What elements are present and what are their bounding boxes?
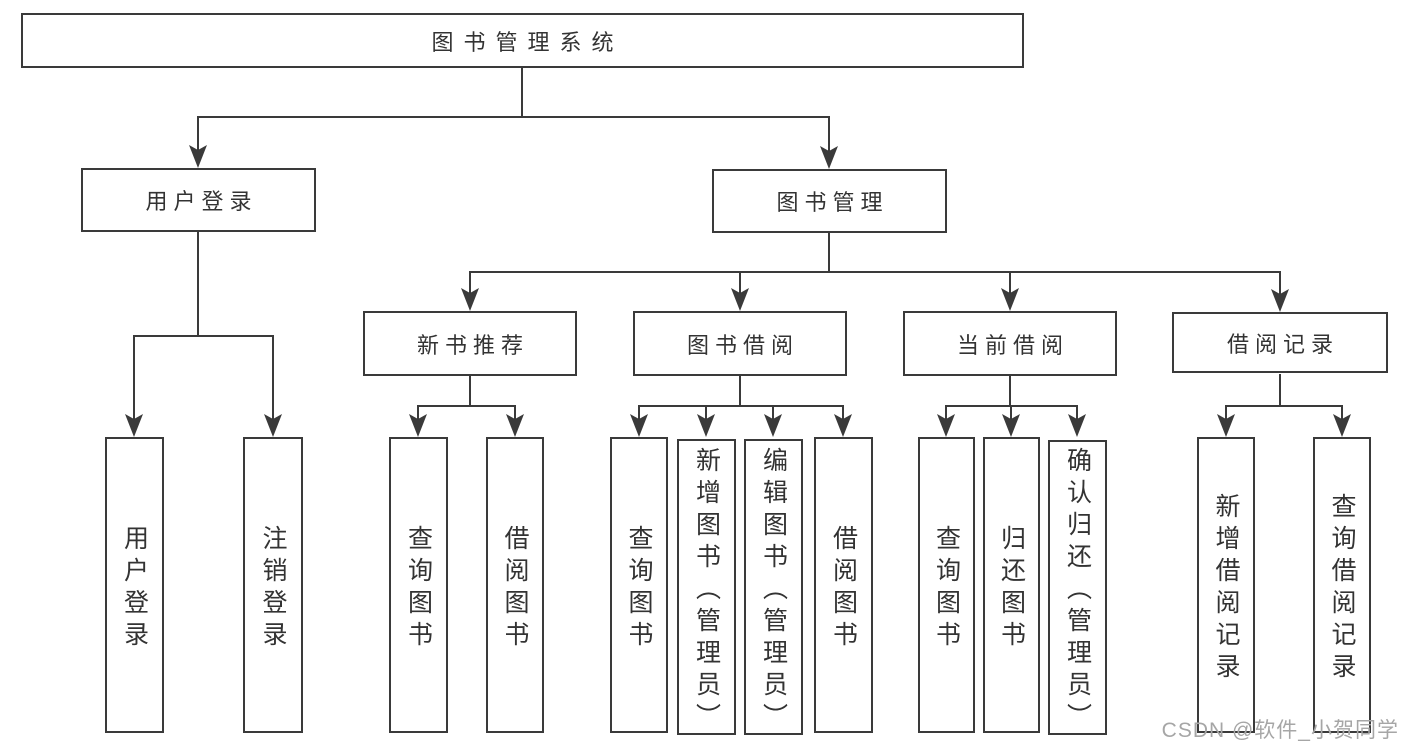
leaf-return-books: 归还图书 (983, 437, 1040, 733)
leaf-label: 归还图书 (997, 524, 1026, 653)
arrowhead (1002, 414, 1020, 437)
arrowhead (1333, 414, 1351, 437)
leaf-label: 查询图书 (625, 524, 653, 653)
node-book-borrowing: 图书借阅 (633, 311, 847, 376)
arrowhead (697, 414, 715, 437)
leaf-query-borrow-record: 查询借阅记录 (1313, 437, 1371, 733)
node-user-login-branch: 用户登录 (81, 168, 316, 232)
leaf-add-book-admin: 新增图书（管理员） (677, 439, 736, 735)
arrowhead (1271, 289, 1289, 312)
arrowhead (764, 414, 782, 437)
arrowhead (834, 414, 852, 437)
leaf-label: 借阅图书 (501, 524, 529, 653)
node-book-management: 图书管理 (712, 169, 947, 233)
watermark-text: CSDN @软件_小贺同学 (1161, 719, 1399, 742)
leaf-label: 查询图书 (932, 524, 961, 653)
leaf-borrow-books-2: 借阅图书 (814, 437, 873, 733)
arrowhead (125, 414, 143, 437)
leaf-user-login: 用户登录 (105, 437, 164, 733)
leaf-label: 借阅图书 (829, 524, 858, 653)
leaf-label: 查询图书 (404, 524, 433, 653)
node-current-borrowing: 当前借阅 (903, 311, 1117, 376)
leaf-label: 查询借阅记录 (1328, 492, 1356, 685)
arrowhead (1217, 414, 1235, 437)
arrowhead (731, 288, 749, 311)
arrowhead (409, 414, 427, 437)
node-new-book-recommend: 新书推荐 (363, 311, 577, 376)
leaf-label: 用户登录 (120, 524, 149, 653)
leaf-label: 新增借阅记录 (1212, 492, 1240, 685)
arrowhead (630, 414, 648, 437)
arrowhead (1001, 288, 1019, 311)
leaf-query-books-2: 查询图书 (610, 437, 668, 733)
leaf-label: 注销登录 (259, 524, 287, 653)
arrowhead (461, 288, 479, 311)
arrowhead (506, 414, 524, 437)
node-borrowing-records: 借阅记录 (1172, 312, 1388, 373)
leaf-logout-login: 注销登录 (243, 437, 303, 733)
leaf-borrow-books-1: 借阅图书 (486, 437, 544, 733)
leaf-query-books-3: 查询图书 (918, 437, 975, 733)
leaf-query-books-1: 查询图书 (389, 437, 448, 733)
leaf-label: 新增图书（管理员） (692, 446, 721, 735)
arrowhead (264, 414, 282, 437)
leaf-label: 编辑图书（管理员） (759, 446, 788, 735)
arrowhead (937, 414, 955, 437)
arrowhead (189, 145, 207, 168)
arrowhead (820, 146, 838, 169)
node-root: 图书管理系统 (21, 13, 1024, 68)
leaf-edit-book-admin: 编辑图书（管理员） (744, 439, 803, 735)
leaf-add-borrow-record: 新增借阅记录 (1197, 437, 1255, 733)
leaf-confirm-return-admin: 确认归还（管理员） (1048, 440, 1107, 735)
arrowhead (1068, 414, 1086, 437)
leaf-label: 确认归还（管理员） (1063, 447, 1092, 735)
